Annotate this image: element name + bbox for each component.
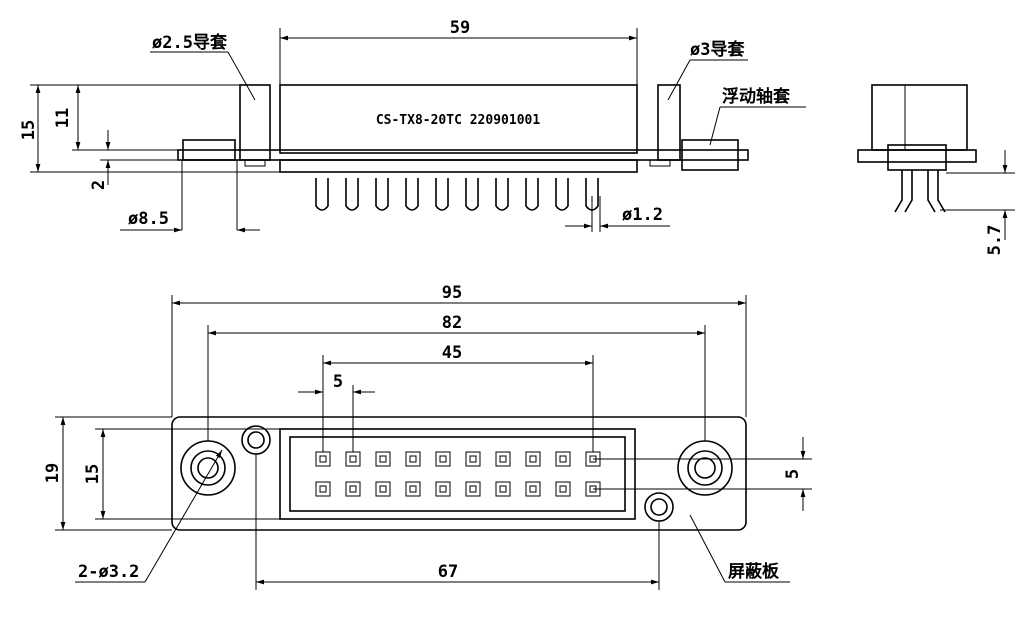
pin (465, 178, 479, 211)
connector-frame-outer (279, 428, 636, 520)
part-number-label: CS-TX8-20TC 220901001 (376, 113, 541, 128)
contact-row-bottom (315, 481, 601, 497)
pin (525, 178, 539, 211)
dim-59-label: 59 (450, 18, 470, 38)
guide-hole-top (241, 425, 271, 455)
dim-15-side-label: 15 (19, 120, 39, 140)
float-bushing-right (681, 139, 739, 171)
pin (495, 178, 509, 211)
mount-hole-right (677, 440, 733, 496)
pin (375, 178, 389, 211)
side-bushing (887, 144, 947, 171)
side-body (871, 84, 968, 151)
mount-hole-left (180, 440, 236, 496)
dim-19-label: 19 (43, 463, 63, 483)
guide-25-label: ø2.5导套 (152, 32, 228, 53)
flange (177, 149, 749, 161)
guide-3-label: ø3导套 (690, 39, 745, 60)
side-pin-right (927, 170, 936, 213)
side-pin-left (894, 170, 903, 213)
contact-row-top (315, 451, 601, 467)
guide-sleeve-right (657, 84, 681, 161)
float-bushing-label: 浮动轴套 (722, 86, 791, 107)
dim-82-label: 82 (442, 313, 462, 333)
front-view: 95 82 45 5 19 15 5 6 (43, 283, 812, 590)
shield-label: 屏蔽板 (728, 561, 780, 582)
pin (345, 178, 359, 211)
side-pin-right-edge (937, 170, 946, 213)
dim-15-front-label: 15 (83, 464, 103, 484)
pin (315, 178, 329, 211)
pin-row (315, 178, 599, 211)
side-pin-left-edge (904, 170, 913, 213)
base-strip (279, 159, 638, 173)
connector-frame-inner (289, 436, 626, 512)
guide-hole-bottom (644, 492, 674, 522)
shield-plate (171, 416, 747, 531)
side-view: 5.7 (857, 84, 1015, 256)
pin (555, 178, 569, 211)
dim-2-label: 2 (89, 180, 109, 190)
dim-45-label: 45 (442, 343, 462, 363)
dim-67-label: 67 (438, 562, 458, 582)
float-bushing-left (182, 139, 236, 161)
dim-11-label: 11 (53, 108, 73, 128)
dim-57-label: 5.7 (985, 225, 1005, 256)
top-view: 59 ø2.5导套 ø3导套 浮动轴套 15 11 2 ø8.5 ø1.2 C (19, 18, 806, 233)
holes-label: 2-ø3.2 (78, 562, 139, 582)
dim-85-label: ø8.5 (128, 209, 169, 229)
dim-95-label: 95 (442, 283, 462, 303)
dim-5-row-label: 5 (783, 469, 803, 479)
dim-12-label: ø1.2 (622, 205, 663, 225)
pin (435, 178, 449, 211)
side-flange (857, 149, 977, 163)
pin (405, 178, 419, 211)
guide-sleeve-left (239, 84, 271, 161)
connector-body (279, 84, 638, 154)
dim-5-pitch-label: 5 (333, 372, 343, 392)
